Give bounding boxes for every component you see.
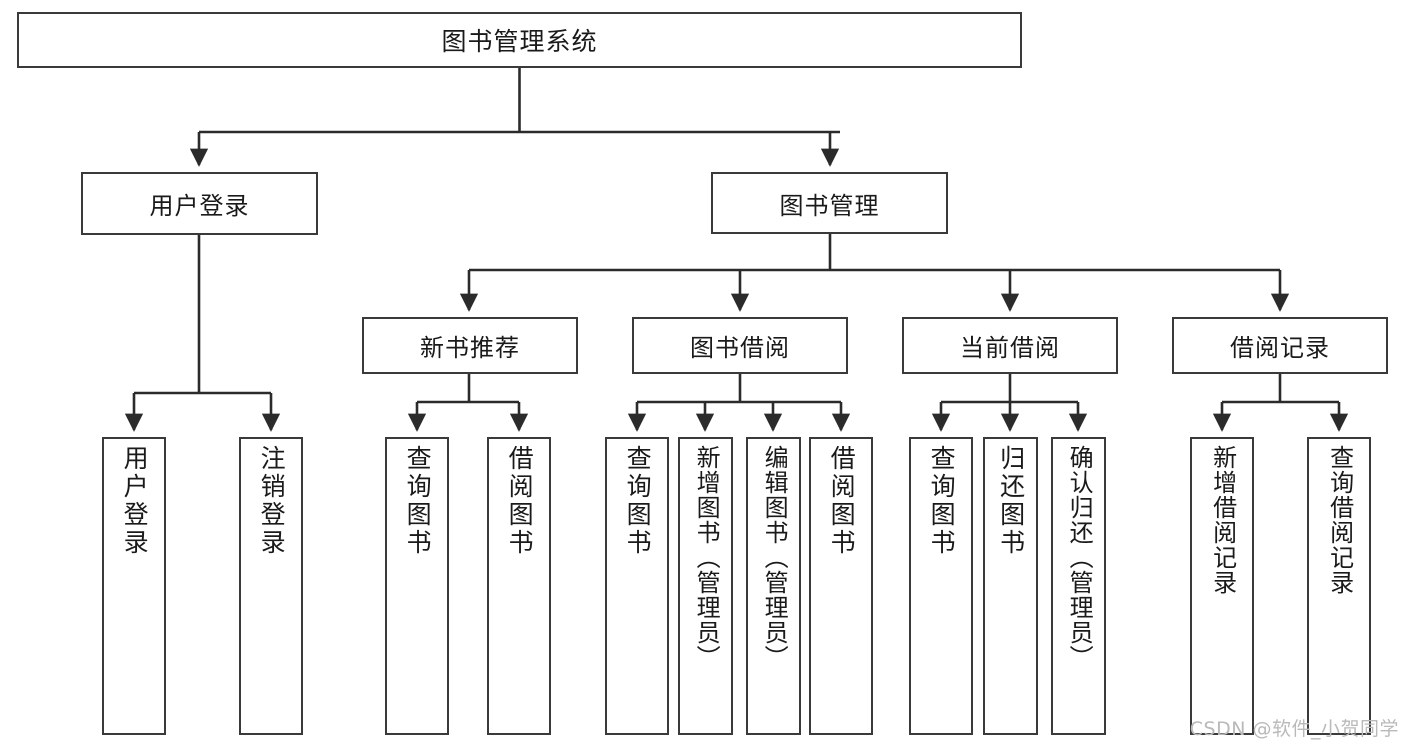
node-leaf-add-book-admin-label: 新增图书（管理员） (692, 445, 721, 670)
node-book-manage[interactable]: 图书管理 (711, 172, 948, 234)
node-leaf-add-borrow-record-label: 新增借阅记录 (1208, 445, 1237, 595)
node-leaf-user-login[interactable]: 用户登录 (102, 437, 166, 735)
node-leaf-borrow-book-recommend[interactable]: 借阅图书 (487, 437, 551, 735)
node-leaf-edit-book-admin[interactable]: 编辑图书（管理员） (746, 437, 801, 735)
node-leaf-query-book-borrow[interactable]: 查询图书 (605, 437, 669, 735)
node-leaf-confirm-return-admin-label: 确认归还（管理员） (1065, 445, 1094, 670)
node-new-book-recommend[interactable]: 新书推荐 (362, 317, 578, 374)
node-leaf-confirm-return-admin[interactable]: 确认归还（管理员） (1051, 437, 1106, 735)
node-leaf-logout[interactable]: 注销登录 (239, 437, 303, 735)
node-leaf-edit-book-admin-label: 编辑图书（管理员） (760, 445, 789, 670)
watermark-text: CSDN @软件_小贺同学 (1189, 718, 1399, 740)
node-borrow-record[interactable]: 借阅记录 (1172, 317, 1388, 374)
node-book-borrow[interactable]: 图书借阅 (632, 317, 848, 374)
node-leaf-query-book-current[interactable]: 查询图书 (909, 437, 973, 735)
node-user-login[interactable]: 用户登录 (81, 172, 318, 235)
node-leaf-query-book-recommend[interactable]: 查询图书 (385, 437, 449, 735)
node-borrow-record-label: 借阅记录 (1230, 334, 1330, 362)
node-current-borrow[interactable]: 当前借阅 (902, 317, 1118, 374)
node-book-manage-label: 图书管理 (779, 191, 880, 220)
node-leaf-query-borrow-record[interactable]: 查询借阅记录 (1307, 437, 1371, 735)
node-user-login-label: 用户登录 (149, 192, 250, 220)
node-leaf-add-book-admin[interactable]: 新增图书（管理员） (678, 437, 733, 735)
node-leaf-return-book[interactable]: 归还图书 (983, 437, 1038, 735)
node-leaf-borrow-book[interactable]: 借阅图书 (809, 437, 873, 735)
node-new-book-recommend-label: 新书推荐 (420, 334, 520, 362)
node-root-system[interactable]: 图书管理系统 (17, 12, 1022, 68)
node-book-borrow-label: 图书借阅 (690, 334, 790, 362)
node-leaf-query-book-borrow-label: 查询图书 (623, 445, 653, 557)
node-current-borrow-label: 当前借阅 (960, 334, 1060, 362)
node-root-system-label: 图书管理系统 (441, 27, 598, 56)
node-leaf-logout-label: 注销登录 (257, 445, 287, 557)
node-leaf-query-book-recommend-label: 查询图书 (403, 445, 433, 557)
node-leaf-query-borrow-record-label: 查询借阅记录 (1325, 445, 1354, 595)
node-leaf-borrow-book-label: 借阅图书 (827, 445, 857, 557)
node-leaf-return-book-label: 归还图书 (996, 445, 1026, 557)
node-leaf-add-borrow-record[interactable]: 新增借阅记录 (1190, 437, 1254, 735)
node-leaf-borrow-book-recommend-label: 借阅图书 (505, 445, 535, 557)
node-leaf-user-login-label: 用户登录 (120, 445, 150, 557)
node-leaf-query-book-current-label: 查询图书 (927, 445, 957, 557)
